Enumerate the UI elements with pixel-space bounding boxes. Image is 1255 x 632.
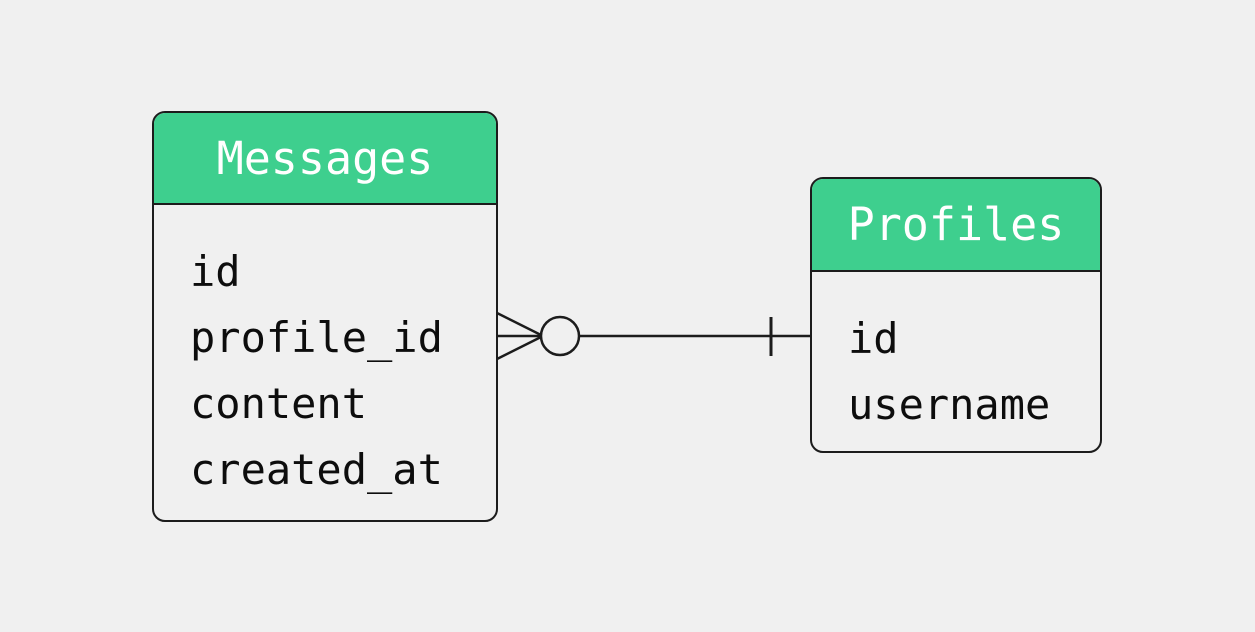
entity-profiles-field-list: id username bbox=[812, 272, 1100, 438]
relationship-messages-to-profiles[interactable] bbox=[496, 311, 810, 361]
field-profiles-username[interactable]: username bbox=[848, 380, 1051, 429]
field-profiles-id[interactable]: id bbox=[848, 314, 899, 363]
entity-profiles-header: Profiles bbox=[812, 179, 1100, 272]
crows-foot-upper-icon bbox=[496, 311, 544, 338]
crows-foot-lower-icon bbox=[496, 334, 544, 361]
entity-messages-field-list: id profile_id content created_at bbox=[154, 205, 496, 503]
field-messages-profile-id[interactable]: profile_id bbox=[190, 313, 443, 362]
field-messages-content[interactable]: content bbox=[190, 379, 368, 428]
entity-messages-title: Messages bbox=[216, 131, 434, 185]
entity-profiles[interactable]: Profiles id username bbox=[810, 177, 1102, 453]
field-messages-id[interactable]: id bbox=[190, 247, 241, 296]
optionality-circle-icon bbox=[539, 315, 581, 357]
field-messages-created-at[interactable]: created_at bbox=[190, 445, 443, 494]
entity-messages[interactable]: Messages id profile_id content created_a… bbox=[152, 111, 498, 522]
entity-messages-header: Messages bbox=[154, 113, 496, 205]
entity-profiles-title: Profiles bbox=[847, 198, 1065, 251]
